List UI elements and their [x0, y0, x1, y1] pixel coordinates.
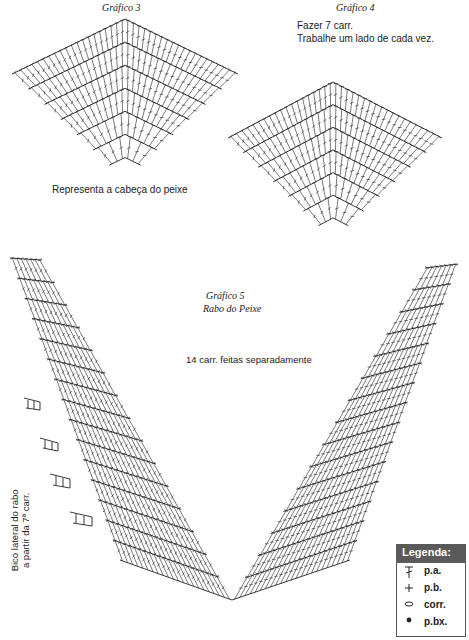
legend-entry: corr.: [424, 599, 446, 611]
tail-point-hooks: [24, 398, 92, 526]
hook: [50, 474, 70, 488]
hook: [40, 438, 58, 451]
hook: [24, 398, 40, 410]
legend-entry: p.a.: [424, 565, 441, 577]
rotated-note: Bico lateral do rabo a partir da 7ª carr…: [9, 487, 32, 573]
chart-note: Trabalhe um lado de cada vez.: [297, 33, 434, 45]
row-line: [228, 82, 442, 226]
chart-subtitle: Rabo do Peixe: [203, 303, 261, 315]
legend-entry: p.bx.: [424, 616, 447, 628]
row-line: [12, 19, 238, 165]
legend-title: Legenda:: [402, 546, 451, 559]
chart-note: 14 carr. feitas separadamente: [186, 354, 312, 365]
slip-stitch-symbol: [407, 618, 412, 623]
hook: [70, 512, 92, 526]
chart-title: Gráfico 4: [336, 2, 375, 14]
row-line: [232, 264, 458, 600]
chain-symbol: [405, 602, 413, 606]
chart-title: Gráfico 3: [102, 2, 141, 14]
chart-title: Gráfico 5: [206, 290, 245, 302]
chart-note: Representa a cabeça do peixe: [52, 184, 188, 196]
double-crochet-stitches: [13, 20, 236, 164]
single-crochet-symbol: [405, 584, 413, 592]
row-line: [10, 258, 232, 600]
double-crochet-symbol: [405, 567, 413, 578]
chart-note: Fazer 7 carr.: [297, 20, 353, 32]
legend-entry: p.b.: [424, 582, 442, 594]
double-crochet-stitches: [229, 83, 441, 224]
double-crochet-stitches: [10, 257, 229, 599]
stitch-group: [10, 19, 458, 600]
legend-symbols: [396, 564, 422, 634]
double-crochet-stitches: [235, 264, 458, 600]
